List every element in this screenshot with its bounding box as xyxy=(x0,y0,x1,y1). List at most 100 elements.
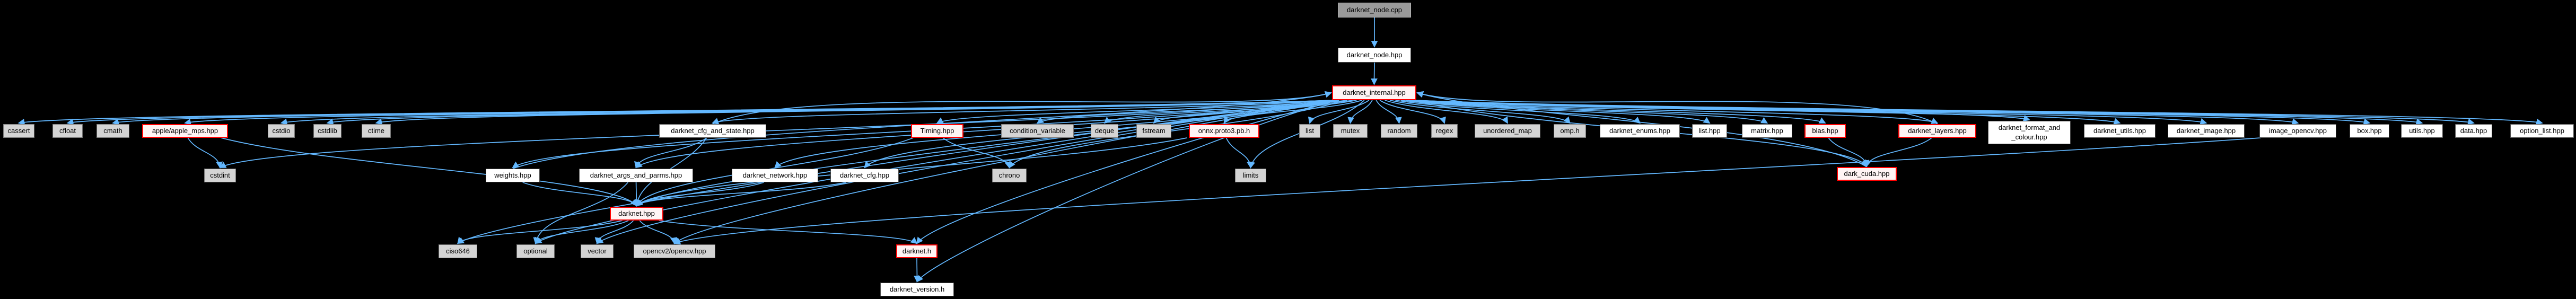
node-label: random xyxy=(1387,127,1411,135)
graph-node-image_opencv[interactable]: image_opencv.hpp xyxy=(2259,124,2336,138)
node-label: optional xyxy=(523,247,548,256)
node-label: ctime xyxy=(367,127,385,135)
graph-node-args[interactable]: darknet_args_and_parms.hpp xyxy=(579,169,693,182)
node-label: opencv2/opencv.hpp xyxy=(643,247,706,256)
graph-node-blas[interactable]: blas.hpp xyxy=(1804,124,1846,138)
graph-node-regex: regex xyxy=(1431,124,1458,138)
graph-node-utils[interactable]: utils.hpp xyxy=(2401,124,2443,138)
include-edge-internal-to-matrix xyxy=(1405,100,1768,124)
graph-node-timing[interactable]: Timing.hpp xyxy=(911,124,963,138)
node-label: darknet_internal.hpp xyxy=(1343,89,1406,97)
include-edge-internal-to-version xyxy=(916,100,1338,283)
include-edge-internal-to-mutex xyxy=(1347,100,1373,124)
graph-node-darknet_hpp[interactable]: darknet.hpp xyxy=(610,207,663,221)
include-edge-cfg_state-to-internal xyxy=(712,91,1332,125)
node-label: weights.hpp xyxy=(494,171,531,180)
graph-node-image_dk[interactable]: darknet_image.hpp xyxy=(2168,124,2245,138)
include-edge-internal-to-layers xyxy=(1411,100,1939,124)
graph-node-node_hpp[interactable]: darknet_node.hpp xyxy=(1338,48,1411,63)
include-edge-apple-to-cstdint xyxy=(187,137,223,169)
node-label: cmath xyxy=(103,127,122,135)
include-edge-weights-to-darknet_hpp xyxy=(522,182,637,207)
graph-node-ciso646: ciso646 xyxy=(439,244,477,258)
node-label: darknet.h xyxy=(902,247,932,256)
graph-node-onnx[interactable]: onnx.proto3.pb.h xyxy=(1189,124,1259,138)
node-label: darknet_network.hpp xyxy=(742,171,808,180)
node-label: cstdio xyxy=(272,127,291,135)
node-label: limits xyxy=(1242,171,1259,180)
graph-node-matrix[interactable]: matrix.hpp xyxy=(1742,124,1792,138)
include-edge-apple-to-darknet_hpp xyxy=(221,137,637,207)
graph-node-box[interactable]: box.hpp xyxy=(2350,124,2389,138)
graph-node-enums[interactable]: darknet_enums.hpp xyxy=(1600,124,1680,138)
graph-node-vector: vector xyxy=(581,244,614,258)
node-label: darknet.hpp xyxy=(618,209,655,218)
node-label: darknet_image.hpp xyxy=(2176,127,2236,135)
graph-node-internal[interactable]: darknet_internal.hpp xyxy=(1332,85,1416,100)
include-edge-internal-to-unordered_map xyxy=(1385,100,1508,124)
node-label: blas.hpp xyxy=(1812,127,1838,135)
node-label: utils.hpp xyxy=(2409,127,2435,135)
node-label: darknet_utils.hpp xyxy=(2093,127,2146,135)
include-edge-internal-to-random xyxy=(1375,100,1402,124)
graph-node-data_hpp[interactable]: data.hpp xyxy=(2455,124,2492,138)
node-label: regex xyxy=(1435,127,1453,135)
graph-node-list_hpp[interactable]: list.hpp xyxy=(1692,124,1727,138)
include-edge-internal-to-opencv2 xyxy=(673,100,1337,244)
node-label: condition_variable xyxy=(1010,127,1065,135)
node-label: omp.h xyxy=(1560,127,1580,135)
graph-node-optional: optional xyxy=(516,244,555,258)
graph-node-cstdint: cstdint xyxy=(204,169,236,182)
node-label: matrix.hpp xyxy=(1751,127,1783,135)
include-edge-internal-to-blas xyxy=(1410,100,1826,124)
graph-node-format_colour[interactable]: darknet_format_and _colour.hpp xyxy=(1988,121,2071,144)
graph-node-chrono: chrono xyxy=(992,169,1027,182)
node-label: box.hpp xyxy=(2357,127,2382,135)
graph-node-darknet_h[interactable]: darknet.h xyxy=(896,244,937,258)
node-label: chrono xyxy=(998,171,1020,180)
graph-node-option_list[interactable]: option_list.hpp xyxy=(2510,124,2574,138)
graph-node-weights[interactable]: weights.hpp xyxy=(486,169,540,182)
include-edge-onnx-to-limits xyxy=(1225,137,1254,169)
node-label: list.hpp xyxy=(1698,127,1721,135)
node-label: cfloat xyxy=(59,127,76,135)
node-label: cassert xyxy=(7,127,30,135)
graph-node-layers[interactable]: darknet_layers.hpp xyxy=(1898,124,1976,138)
graph-node-mutex: mutex xyxy=(1333,124,1368,138)
graph-node-cfloat: cfloat xyxy=(52,124,83,138)
node-label: darknet_format_and _colour.hpp xyxy=(1998,124,2061,141)
include-edge-args-to-darknet_hpp xyxy=(633,182,640,207)
node-label: cstdint xyxy=(210,171,230,180)
graph-node-cfg_state[interactable]: darknet_cfg_and_state.hpp xyxy=(659,124,766,138)
include-edge-internal-to-ciso646 xyxy=(457,100,1337,244)
node-label: darknet_node.hpp xyxy=(1346,51,1403,59)
node-label: onnx.proto3.pb.h xyxy=(1198,127,1250,135)
node-label: ciso646 xyxy=(446,247,470,256)
node-label: darknet_cfg.hpp xyxy=(839,171,890,180)
include-edge-timing-to-chrono xyxy=(942,137,1012,169)
include-edge-cuda-to-internal xyxy=(1416,91,1867,168)
graph-node-limits: limits xyxy=(1235,169,1266,182)
graph-node-apple[interactable]: apple/apple_mps.hpp xyxy=(142,124,228,138)
graph-node-opencv2: opencv2/opencv.hpp xyxy=(634,244,715,258)
node-label: image_opencv.hpp xyxy=(2269,127,2327,135)
include-edge-internal-to-weights xyxy=(512,100,1337,169)
graph-node-cfg[interactable]: darknet_cfg.hpp xyxy=(830,169,899,182)
include-edge-internal-to-vector xyxy=(596,100,1337,244)
graph-node-network[interactable]: darknet_network.hpp xyxy=(732,169,818,182)
include-edge-internal-to-darknet_h xyxy=(916,100,1338,244)
graph-node-unordered_map: unordered_map xyxy=(1475,124,1540,138)
include-edge-darknet_hpp-to-vector xyxy=(594,220,634,244)
node-label: darknet_layers.hpp xyxy=(1908,127,1967,135)
graph-node-version[interactable]: darknet_version.h xyxy=(880,283,954,296)
include-edge-weights-to-internal xyxy=(512,91,1332,169)
include-edge-darknet_hpp-to-opencv2 xyxy=(639,220,677,244)
graph-node-utils_dk[interactable]: darknet_utils.hpp xyxy=(2084,124,2156,138)
graph-node-node_cpp: darknet_node.cpp xyxy=(1338,3,1411,17)
include-edge-internal-to-omp xyxy=(1389,100,1571,124)
node-label: darknet_args_and_parms.hpp xyxy=(590,171,682,180)
graph-node-cuda[interactable]: dark_cuda.hpp xyxy=(1837,167,1897,181)
node-label: mutex xyxy=(1340,127,1360,135)
